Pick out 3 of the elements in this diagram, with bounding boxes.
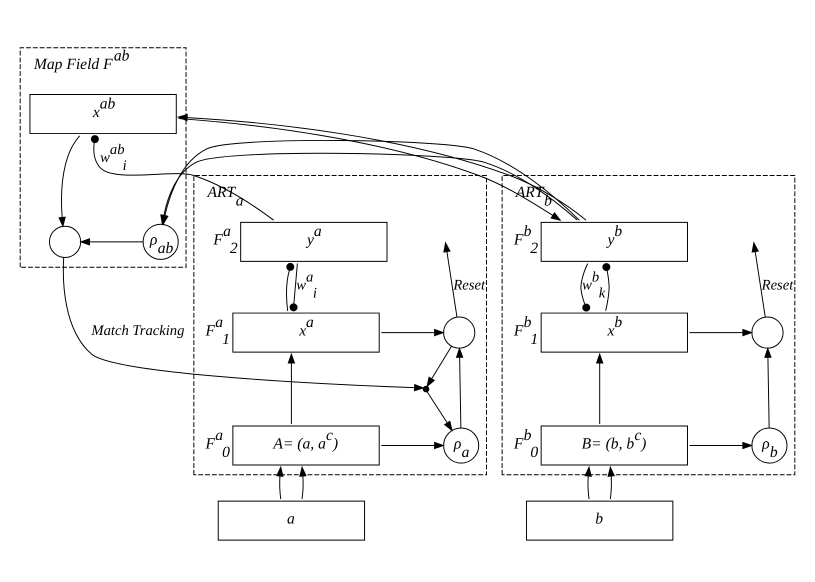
edge-label: Reset [453, 278, 486, 294]
edge-label: Reset [762, 278, 794, 294]
edge-label: Match Tracking [91, 323, 184, 340]
